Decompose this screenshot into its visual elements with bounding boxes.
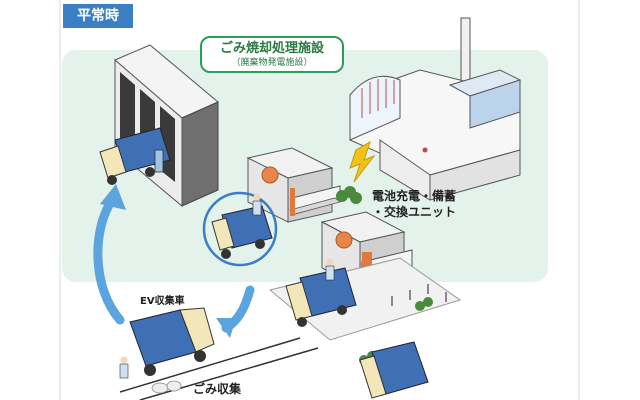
battery-station-line2: ・交換ユニット [372, 204, 456, 220]
ev-truck-label: EV収集車 [140, 292, 185, 307]
battery-station-label: 電池充電・備蓄 ・交換ユニット [372, 188, 456, 220]
battery-station-line1: 電池充電・備蓄 [372, 188, 456, 204]
ev-collection-truck [130, 308, 214, 376]
truck-bottom-right [360, 342, 428, 398]
worker-upper [253, 194, 261, 216]
collection-label: ごみ収集 [193, 380, 241, 397]
garbage-bags [152, 381, 181, 393]
facility-title: ごみ焼却処理施設 [202, 40, 342, 57]
facility-title-box: ごみ焼却処理施設 （廃棄物発電施設） [200, 36, 344, 73]
facility-subtitle: （廃棄物発電施設） [202, 57, 342, 69]
worker-collection [120, 357, 128, 379]
corner-tag: 平常時 [63, 4, 133, 28]
worker-lower [326, 259, 334, 281]
